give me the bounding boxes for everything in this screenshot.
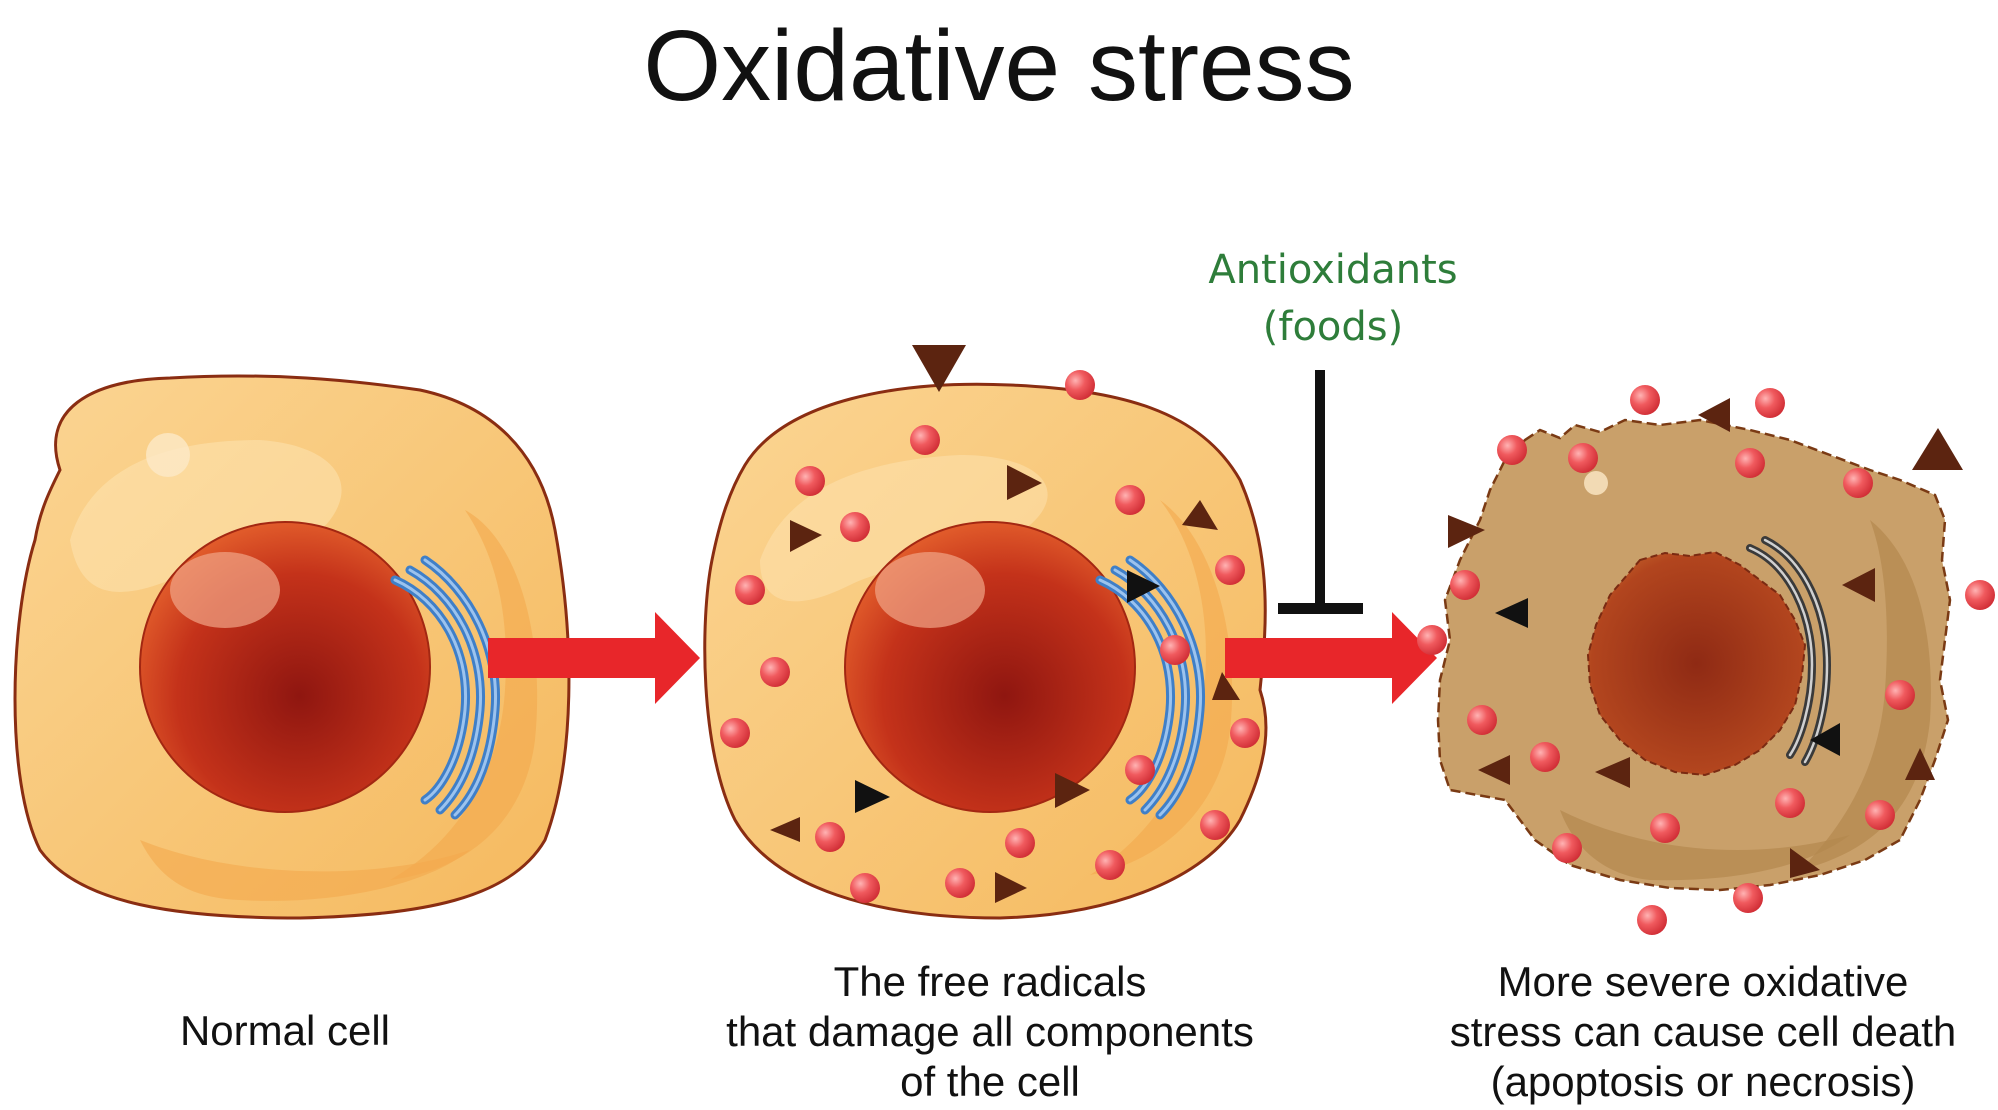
free-radical [815, 822, 845, 852]
free-radical [1755, 388, 1785, 418]
damaged-cell-radical-triangles [770, 345, 1240, 903]
dying-cell-radical-triangles [1448, 398, 1963, 878]
free-radical [910, 425, 940, 455]
free-radical [1885, 680, 1915, 710]
radical-triangle [1478, 755, 1510, 785]
radical-triangle [912, 345, 966, 392]
free-radical [1417, 625, 1447, 655]
radical-triangle [1595, 757, 1630, 788]
radical-triangle [1790, 848, 1820, 878]
free-radical [1630, 385, 1660, 415]
caption-death-line1: More severe oxidative [1498, 958, 1909, 1005]
free-radical [1843, 468, 1873, 498]
free-radical [1160, 635, 1190, 665]
damaged-cell-free-radicals [720, 370, 1260, 903]
free-radical [1125, 755, 1155, 785]
progression-arrow-2 [1225, 612, 1437, 704]
free-radical [1965, 580, 1995, 610]
free-radical [795, 466, 825, 496]
radical-triangle [770, 817, 800, 842]
caption-death-line2: stress can cause cell death [1450, 1008, 1957, 1055]
antioxidants-label-line2: (foods) [1263, 304, 1403, 350]
radical-triangle [1007, 465, 1042, 500]
radical-triangle [1448, 515, 1485, 548]
antioxidants-label: Antioxidants (foods) [1208, 247, 1457, 350]
free-radical [1450, 570, 1480, 600]
radical-triangle [790, 520, 822, 552]
free-radical [1005, 828, 1035, 858]
free-radical [1497, 435, 1527, 465]
normal-cell-cytoplasm-highlight [70, 440, 342, 592]
dying-cell-glint [1584, 471, 1608, 495]
caption-normal-line1: Normal cell [180, 1007, 390, 1054]
free-radical [1095, 850, 1125, 880]
dying-cell-lower-shadow [1560, 810, 1850, 881]
radical-triangle [1905, 748, 1935, 780]
free-radical [1115, 485, 1145, 515]
free-radical [1552, 833, 1582, 863]
caption-normal-cell: Normal cell [180, 1007, 390, 1054]
caption-death-line3: (apoptosis or necrosis) [1491, 1058, 1916, 1105]
damaged-cell-inner-fold [1090, 500, 1233, 875]
radical-triangle [1182, 500, 1218, 530]
antioxidant-inhibitor [1278, 370, 1363, 614]
free-radical [1467, 705, 1497, 735]
free-radical [1568, 443, 1598, 473]
free-radical [720, 718, 750, 748]
radical-triangle [855, 780, 890, 813]
radical-triangle [1698, 398, 1730, 432]
radical-triangle [1842, 568, 1875, 602]
normal-cell-inner-fold [390, 510, 538, 880]
free-radical [1530, 742, 1560, 772]
radical-triangle [1127, 570, 1160, 603]
caption-damaged-cell: The free radicals that damage all compon… [726, 958, 1254, 1105]
dying-cell [1436, 418, 1952, 892]
normal-cell-golgi-core [393, 558, 498, 817]
free-radical [1065, 370, 1095, 400]
caption-damage-line2: that damage all components [726, 1008, 1254, 1055]
damaged-cell-highlight [760, 455, 1048, 602]
normal-cell-lower-shadow [140, 840, 470, 901]
dying-cell-nucleus [1586, 550, 1807, 777]
free-radical [945, 868, 975, 898]
free-radical [1637, 905, 1667, 935]
radical-triangle [1212, 672, 1240, 700]
antioxidants-label-line1: Antioxidants [1208, 247, 1457, 293]
free-radical [1200, 810, 1230, 840]
diagram-title: Oxidative stress [643, 10, 1354, 122]
caption-damage-line1: The free radicals [834, 958, 1147, 1005]
caption-damage-line3: of the cell [900, 1058, 1080, 1105]
radical-triangle [1810, 723, 1840, 756]
free-radical [1735, 448, 1765, 478]
dying-cell-free-radicals [1417, 385, 1995, 935]
dying-cell-shadow [1800, 520, 1931, 870]
normal-cell [13, 374, 571, 920]
free-radical [840, 512, 870, 542]
free-radical [735, 575, 765, 605]
radical-triangle [1912, 428, 1963, 470]
damaged-cell-nucleolus-highlight [875, 552, 985, 628]
free-radical [1775, 788, 1805, 818]
radical-triangle [995, 872, 1027, 903]
free-radical [1215, 555, 1245, 585]
free-radical [850, 873, 880, 903]
free-radical [1650, 813, 1680, 843]
caption-dying-cell: More severe oxidative stress can cause c… [1450, 958, 1957, 1105]
radical-triangle [1055, 773, 1090, 808]
radical-triangle [1495, 598, 1528, 628]
free-radical [1230, 718, 1260, 748]
normal-cell-nucleus-glint [146, 433, 190, 477]
free-radical [1865, 800, 1895, 830]
free-radical [1733, 883, 1763, 913]
normal-cell-nucleolus-highlight [170, 552, 280, 628]
free-radical [760, 657, 790, 687]
progression-arrow-1 [488, 612, 700, 704]
damaged-cell [703, 382, 1268, 920]
